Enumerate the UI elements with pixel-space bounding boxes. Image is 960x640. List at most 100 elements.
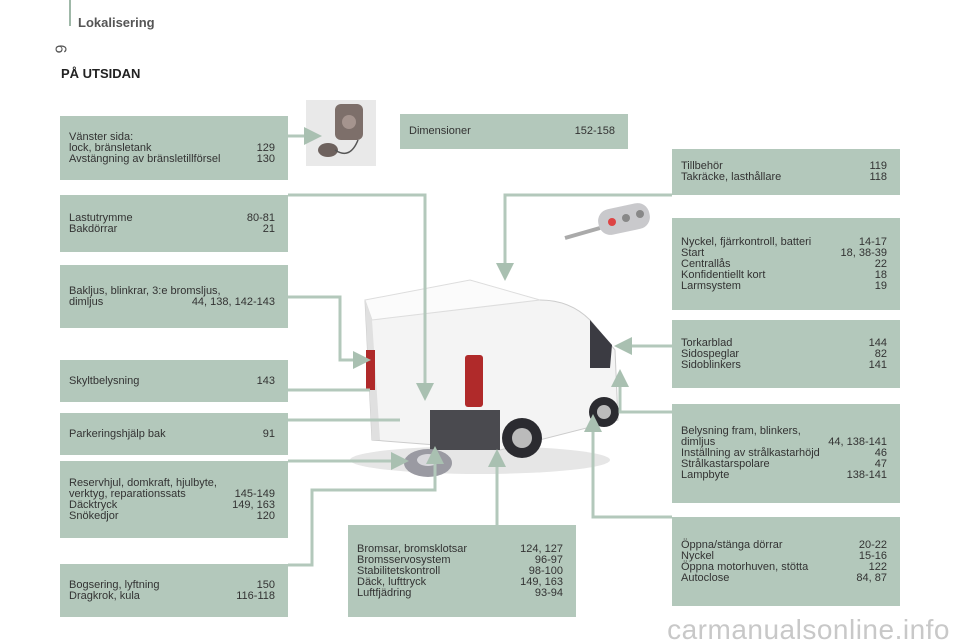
index-entry: Lastutrymme 80-81: [69, 211, 275, 224]
index-entry: Däcktryck 149, 163: [69, 498, 275, 511]
entry-label: Belysning fram, blinkers,: [681, 425, 801, 437]
index-entry: Vänster sida:: [69, 130, 275, 143]
entry-label: Lampbyte: [681, 469, 730, 481]
entry-label: Luftfjädring: [357, 586, 412, 599]
entry-page: 116-118: [236, 589, 275, 602]
entry-label: Dragkrok, kula: [69, 589, 140, 602]
entry-label: Strålkastarspolare: [681, 458, 770, 470]
entry-label: Bogsering, lyftning: [69, 578, 160, 591]
entry-page: 84, 87: [856, 571, 887, 584]
entry-page: 14-17: [858, 235, 887, 248]
entry-label: Snökedjor: [69, 509, 119, 522]
entry-label: dimljus: [681, 436, 716, 448]
entry-page: 22: [874, 257, 887, 270]
entry-page: 80-81: [246, 211, 275, 224]
entry-page: 46: [874, 447, 887, 459]
index-entry: Stabilitetskontroll 98-100: [357, 564, 563, 577]
index-entry: Dragkrok, kula 116-118: [69, 589, 275, 602]
entry-label: Vänster sida:: [69, 130, 134, 143]
entry-label: Start: [681, 246, 705, 259]
entry-label: Tillbehör: [681, 160, 723, 172]
entry-page: 124, 127: [520, 542, 563, 555]
entry-label: lock, bränsletank: [69, 141, 152, 154]
entry-page: 129: [256, 141, 275, 154]
index-entry: Sidospeglar 82: [681, 347, 887, 360]
index-entry: lock, bränsletank 129: [69, 141, 275, 154]
index-entry: dimljus 44, 138, 142-143: [69, 295, 275, 308]
connector-lines: [288, 127, 672, 567]
entry-label: Stabilitetskontroll: [357, 564, 441, 577]
index-entry: Centrallås 22: [681, 257, 887, 270]
entry-label: Larmsystem: [681, 279, 741, 292]
entry-label: dimljus: [69, 295, 104, 308]
entry-page: 149, 163: [520, 575, 563, 588]
entry-label: Öppna/stänga dörrar: [681, 538, 783, 551]
entry-label: Bromsservosystem: [357, 553, 451, 566]
rear-lights-info-box: Bakljus, blinkrar, 3:e bromsljus,dimljus…: [60, 265, 288, 328]
index-entry: Däck, lufttryck 149, 163: [357, 575, 563, 588]
entry-label: Konfidentiellt kort: [681, 268, 766, 281]
entry-page: 18, 38-39: [840, 246, 887, 259]
spare-wheel-info-box: Reservhjul, domkraft, hjulbyte,verktyg, …: [60, 461, 288, 538]
index-entry: Bogsering, lyftning 150: [69, 578, 275, 591]
entry-page: 91: [262, 427, 275, 440]
entry-page: 98-100: [528, 564, 563, 577]
entry-page: 19: [874, 279, 887, 292]
entry-page: 93-94: [534, 586, 563, 599]
index-entry: Tillbehör 119: [681, 161, 887, 172]
entry-page: 119: [869, 160, 887, 172]
entry-page: 21: [262, 222, 275, 235]
index-entry: Inställning av strålkastarhöjd 46: [681, 448, 887, 459]
index-entry: Belysning fram, blinkers,: [681, 426, 887, 437]
page-title: PÅ UTSIDAN: [61, 66, 141, 81]
entry-label: Öppna motorhuven, stötta: [681, 560, 809, 573]
entry-label: Lastutrymme: [69, 211, 133, 224]
index-entry: Bromsar, bromsklotsar 124, 127: [357, 542, 563, 555]
entry-label: Sidospeglar: [681, 347, 740, 360]
entry-page: 145-149: [234, 487, 275, 500]
entry-page: 82: [874, 347, 887, 360]
watermark: carmanualsonline.info: [667, 614, 950, 640]
entry-page: 150: [256, 578, 275, 591]
entry-page: 143: [256, 374, 275, 387]
entry-page: 44, 138, 142-143: [191, 295, 275, 308]
entry-label: Parkeringshjälp bak: [69, 427, 166, 440]
entry-page: 149, 163: [232, 498, 275, 511]
entry-label: Sidoblinkers: [681, 358, 741, 371]
entry-label: Takräcke, lasthållare: [681, 171, 782, 183]
index-entry: Luftfjädring 93-94: [357, 586, 563, 599]
entry-label: Däck, lufttryck: [357, 575, 427, 588]
entry-label: Inställning av strålkastarhöjd: [681, 447, 820, 459]
entry-label: Nyckel: [681, 549, 715, 562]
entry-page: 141: [868, 358, 887, 371]
entry-page: 120: [256, 509, 275, 522]
entry-label: Bromsar, bromsklotsar: [357, 542, 468, 555]
van-image: [350, 279, 619, 477]
entry-label: Däcktryck: [69, 498, 118, 511]
index-entry: Snökedjor 120: [69, 509, 275, 522]
index-entry: Bakljus, blinkrar, 3:e bromsljus,: [69, 285, 275, 297]
entry-label: Centrallås: [681, 257, 731, 270]
entry-page: 130: [256, 152, 275, 165]
